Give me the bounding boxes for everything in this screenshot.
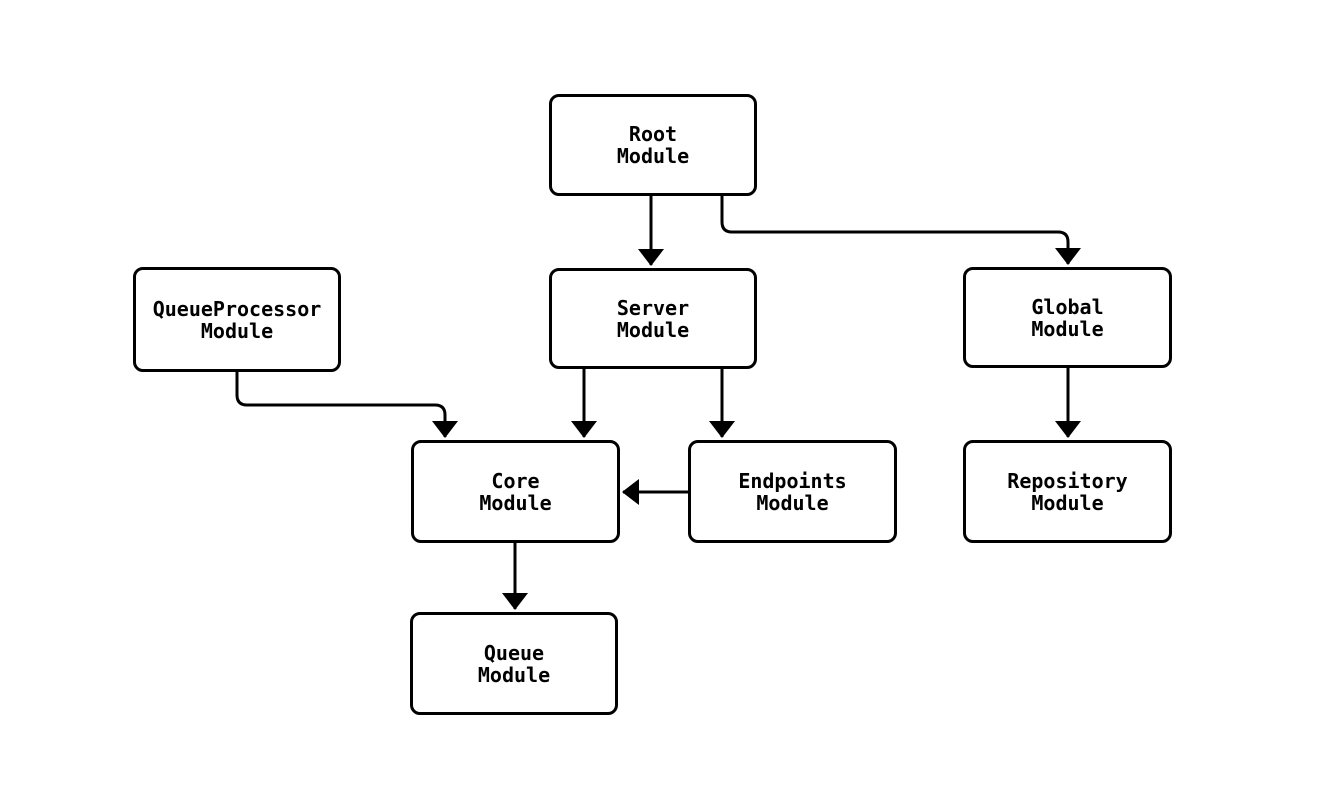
node-global-module-label: Global Module — [1031, 294, 1104, 341]
node-queue-module-label: Queue Module — [477, 640, 551, 687]
node-queueprocessor-module-label: QueueProcessor Module — [152, 296, 322, 343]
node-core-module: Core Module — [411, 440, 620, 543]
node-global-module: Global Module — [963, 267, 1172, 368]
node-core-module-label: Core Module — [479, 468, 552, 515]
node-root-module: Root Module — [549, 94, 757, 196]
node-queue-module: Queue Module — [410, 612, 618, 715]
node-server-module-label: Server Module — [616, 295, 690, 342]
node-repository-module: Repository Module — [963, 440, 1172, 543]
edge-root-to-global — [720, 196, 1081, 265]
node-root-module-label: Root Module — [616, 122, 690, 168]
edge-queueprocessor-to-core — [235, 371, 458, 438]
node-endpoints-module-label: Endpoints Module — [738, 468, 847, 515]
node-queueprocessor-module: QueueProcessor Module — [133, 267, 341, 372]
node-repository-module-label: Repository Module — [1007, 468, 1128, 515]
node-endpoints-module: Endpoints Module — [688, 440, 897, 543]
node-server-module: Server Module — [549, 268, 757, 369]
